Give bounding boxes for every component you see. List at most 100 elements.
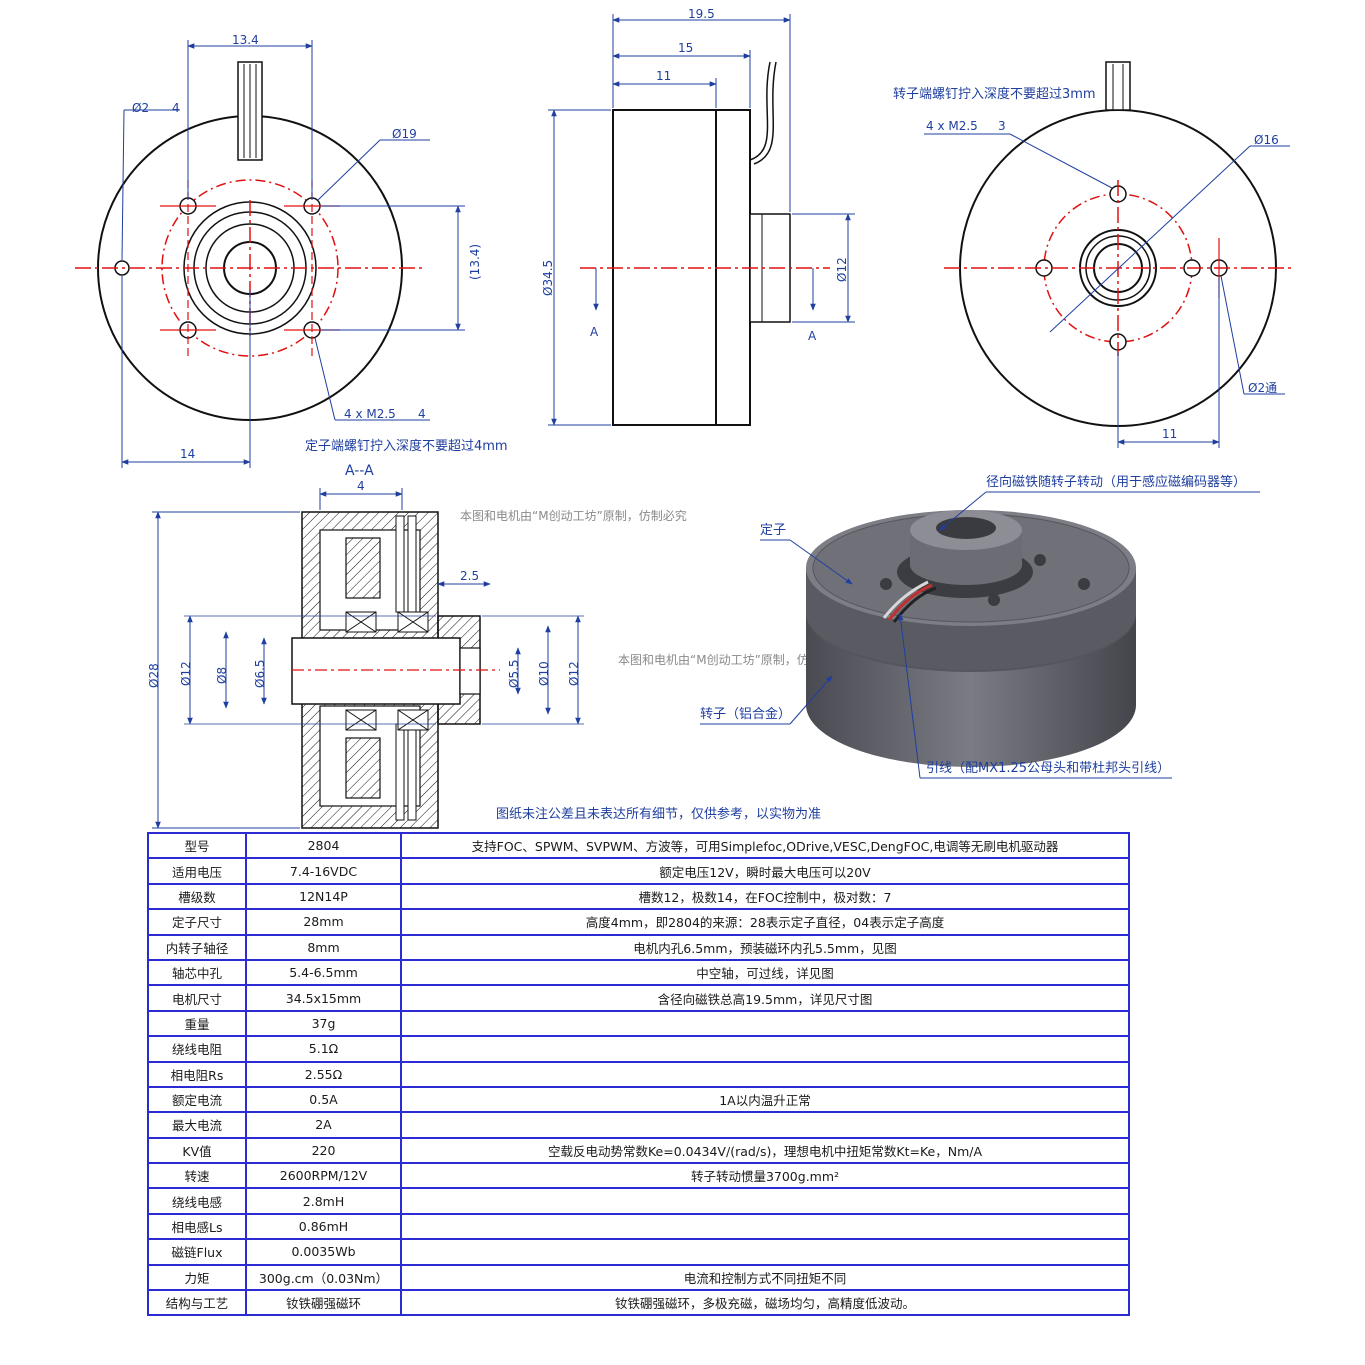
front-circle-label: Ø19: [392, 127, 417, 141]
spec-note-cell: [400, 1035, 1130, 1063]
spec-note-cell: 含径向磁铁总高19.5mm，详见尺寸图: [400, 984, 1130, 1012]
callout-lead: 引线（配MX1.25公母头和带杜邦头引线）: [926, 761, 1170, 776]
front-hole-depth: 4: [172, 101, 180, 115]
spec-param-cell: 槽级数: [147, 882, 247, 911]
spec-param-cell: 内转子轴径: [147, 933, 247, 961]
technical-drawing: 13.4 (13.4) 14 Ø2 4 Ø19 4 x M2.5 4 定子端螺钉…: [75, 7, 1292, 829]
spec-param-cell: 适用电压: [147, 857, 247, 885]
spec-note-cell: 转子转动惯量3700g.mm²: [400, 1162, 1130, 1190]
section-mark-right: A: [808, 329, 817, 343]
spec-note-cell: [400, 1009, 1130, 1038]
back-offset-dim: 11: [1162, 427, 1177, 441]
spec-value-cell: 0.86mH: [245, 1212, 402, 1241]
section-outer-dim: Ø28: [147, 663, 161, 688]
back-screw-label: 4 x M2.5: [926, 119, 978, 133]
spec-value-cell: 钕铁硼强磁环: [245, 1289, 402, 1317]
spec-value-cell: 37g: [245, 1009, 402, 1038]
spec-value-cell: 5.1Ω: [245, 1035, 402, 1063]
back-screw-depth: 3: [998, 119, 1006, 133]
spec-param-cell: 绕线电感: [147, 1187, 247, 1215]
side-total-length: 19.5: [688, 7, 715, 21]
side-stator-length: 11: [656, 69, 671, 83]
spec-disclaimer: 图纸未注公差且未表达所有细节，仅供参考，以实物为准: [496, 807, 822, 822]
front-screw-depth: 4: [418, 407, 426, 421]
spec-note-cell: [400, 1060, 1130, 1088]
spec-note-cell: [400, 1212, 1130, 1241]
front-bottom-dim: 14: [180, 447, 195, 461]
spec-value-cell: 2.55Ω: [245, 1060, 402, 1088]
spec-param-cell: 相电阻Rs: [147, 1060, 247, 1088]
spec-param-cell: 转速: [147, 1162, 247, 1190]
spec-param-cell: 力矩: [147, 1263, 247, 1292]
back-note: 转子端螺钉拧入深度不要超过3mm: [893, 86, 1096, 102]
spec-note-cell: [400, 1111, 1130, 1139]
spec-note-cell: [400, 1238, 1130, 1266]
copyright-watermark: 本图和电机由“M创动工坊”原制，仿制必究: [460, 508, 687, 523]
spec-note-cell: 1A以内温升正常: [400, 1085, 1130, 1114]
copyright-watermark-2: 本图和电机由“M创动工坊”原制，仿制必究: [618, 652, 845, 667]
spec-value-cell: 0.0035Wb: [245, 1238, 402, 1266]
section-d1: Ø12: [179, 661, 193, 686]
spec-param-cell: 磁链Flux: [147, 1238, 247, 1266]
spec-value-cell: 34.5x15mm: [245, 984, 402, 1012]
spec-value-cell: 28mm: [245, 908, 402, 936]
spec-param-cell: 相电感Ls: [147, 1212, 247, 1241]
back-circle-label: Ø16: [1254, 133, 1279, 147]
spec-value-cell: 7.4-16VDC: [245, 857, 402, 885]
spec-value-cell: 5.4-6.5mm: [245, 958, 402, 987]
spec-value-cell: 2.8mH: [245, 1187, 402, 1215]
spec-value-cell: 300g.cm（0.03Nm）: [245, 1263, 402, 1292]
callout-magnet: 径向磁铁随转子转动（用于感应磁编码器等）: [986, 474, 1246, 490]
spec-note-cell: 槽数12，极数14，在FOC控制中，极对数：7: [400, 882, 1130, 911]
back-through-hole: Ø2通: [1248, 381, 1277, 395]
spec-param-cell: 重量: [147, 1009, 247, 1038]
spec-note-cell: 支持FOC、SPWM、SVPWM、方波等，可用Simplefoc,ODrive,…: [400, 831, 1130, 860]
spec-param-cell: 电机尺寸: [147, 984, 247, 1012]
section-view: A--A 4 2.5 Ø28: [147, 463, 584, 829]
spec-value-cell: 2A: [245, 1111, 402, 1139]
spec-note-cell: 空载反电动势常数Ke=0.0434V/(rad/s)，理想电机中扭矩常数Kt=K…: [400, 1136, 1130, 1165]
spec-value-cell: 2600RPM/12V: [245, 1162, 402, 1190]
spec-note-cell: 额定电压12V，瞬时最大电压可以20V: [400, 857, 1130, 885]
spec-note-cell: 中空轴，可过线，详见图: [400, 958, 1130, 987]
side-diameter: Ø34.5: [541, 260, 555, 296]
front-top-dim: 13.4: [232, 33, 259, 47]
spec-value-cell: 220: [245, 1136, 402, 1165]
front-screw-label: 4 x M2.5: [344, 407, 396, 421]
side-body-length: 15: [678, 41, 693, 55]
front-note: 定子端螺钉拧入深度不要超过4mm: [305, 438, 508, 454]
section-title: A--A: [345, 463, 374, 479]
spec-value-cell: 8mm: [245, 933, 402, 961]
section-d3: Ø6.5: [253, 659, 267, 688]
front-view: 13.4 (13.4) 14 Ø2 4 Ø19 4 x M2.5 4 定子端螺钉…: [75, 33, 508, 468]
spec-param-cell: 型号: [147, 831, 247, 860]
table-row: 结构与工艺钕铁硼强磁环钕铁硼强磁环，多极充磁，磁场均匀，高精度低波动。: [147, 1289, 1130, 1317]
spec-note-cell: 高度4mm，即2804的来源：28表示定子直径，04表示定子高度: [400, 908, 1130, 936]
section-d6: Ø12: [567, 661, 581, 686]
section-mark-left: A: [590, 325, 599, 339]
motor-render: 径向磁铁随转子转动（用于感应磁编码器等） 定子 转子（铝合金） 引线（配MX1.…: [700, 474, 1260, 779]
spec-param-cell: KV值: [147, 1136, 247, 1165]
spec-value-cell: 2804: [245, 831, 402, 860]
side-view: 19.5 15 11 Ø34.5 Ø12 A A: [541, 7, 855, 426]
spec-note-cell: 钕铁硼强磁环，多极充磁，磁场均匀，高精度低波动。: [400, 1289, 1130, 1317]
section-step-dim: 2.5: [460, 569, 479, 583]
spec-value-cell: 0.5A: [245, 1085, 402, 1114]
callout-rotor: 转子（铝合金）: [700, 706, 791, 722]
callout-stator: 定子: [760, 523, 786, 538]
spec-note-cell: [400, 1187, 1130, 1215]
